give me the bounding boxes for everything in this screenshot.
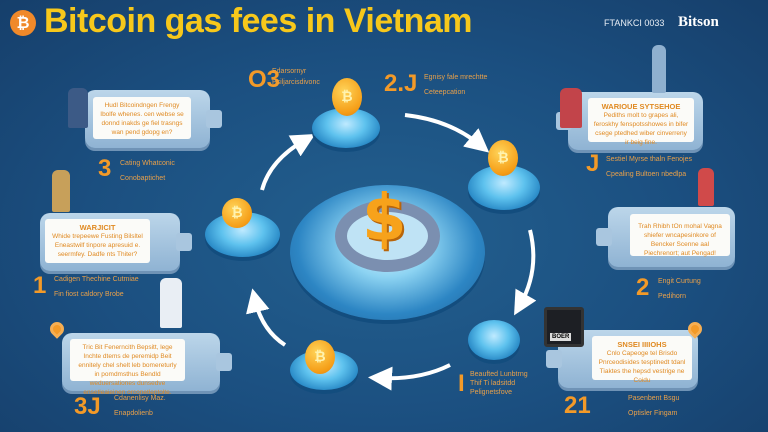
step-label: Cdanenlisy Maz.Enapdolienb xyxy=(114,395,166,417)
info-card: Tric Bit Fenerncith Bepsitt, lege Inchte… xyxy=(62,333,232,396)
coin-icon: ₿ xyxy=(332,78,362,116)
arrow xyxy=(368,363,451,391)
platform xyxy=(468,320,520,360)
bitcoin-icon: ₿ xyxy=(10,10,36,36)
dollar-icon: $ xyxy=(362,182,407,256)
brand-logo: Bitson xyxy=(678,14,719,30)
coin-icon: ₿ xyxy=(488,140,518,176)
card-text: Tric Bit Fenerncith Bepsitt, lege Inchte… xyxy=(70,339,185,396)
info-card: Trah Rhibh tOn mohal Vagna shiefer wncap… xyxy=(596,207,735,267)
coin-icon: ₿ xyxy=(305,340,335,374)
step-number: J xyxy=(586,150,600,177)
card-text: Trah Rhibh tOn mohal Vagna shiefer wncap… xyxy=(630,214,730,257)
person-illustration xyxy=(560,88,582,128)
step-number: 1 xyxy=(33,272,47,299)
person-illustration xyxy=(160,278,182,328)
step-number: 21 xyxy=(564,392,591,419)
arrow xyxy=(260,134,316,191)
person-illustration xyxy=(698,168,714,206)
step-number: 2.J xyxy=(384,70,418,97)
step-number: 2 xyxy=(636,274,650,301)
arrow xyxy=(246,288,287,347)
page-title: Bitcoin gas fees in Vietnam xyxy=(44,2,473,40)
step-number: O3 xyxy=(248,66,281,93)
arrow xyxy=(404,113,490,153)
tagline: FTANKCI 0033 xyxy=(604,18,665,28)
person-illustration xyxy=(652,45,666,93)
step-number: 3 xyxy=(98,155,112,182)
person-illustration xyxy=(68,88,88,128)
step-number: I xyxy=(458,370,465,397)
info-card: Hudl Bitcoindngen Frengy Ibolfe whenes. … xyxy=(85,90,222,148)
step-number: 3J xyxy=(74,393,101,420)
arrow xyxy=(514,229,537,316)
card-text: Hudl Bitcoindngen Frengy Ibolfe whenes. … xyxy=(93,97,191,139)
laptop-illustration: BOER xyxy=(544,307,584,347)
person-illustration xyxy=(52,170,70,212)
coin-icon: ₿ xyxy=(222,198,252,228)
